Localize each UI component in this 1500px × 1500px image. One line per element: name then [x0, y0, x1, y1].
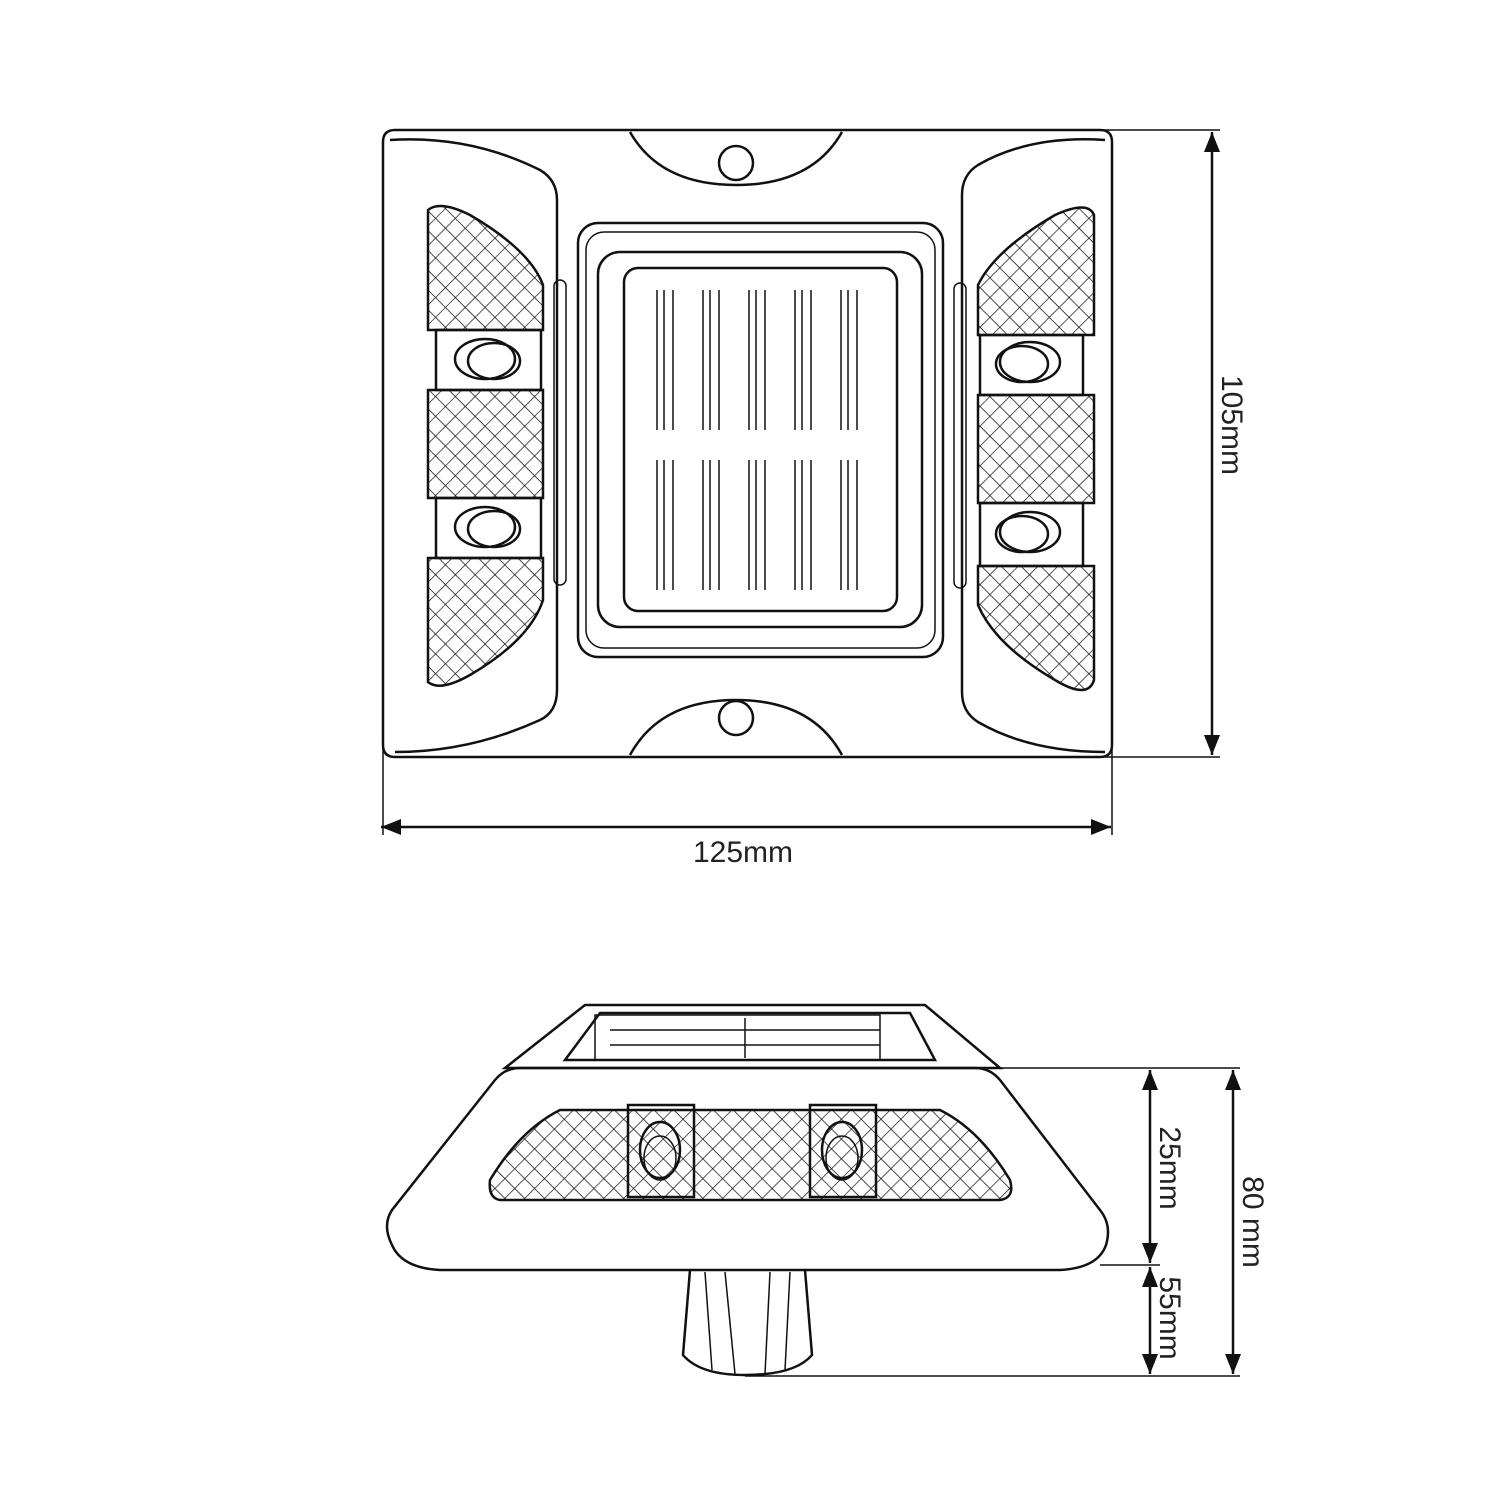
left-reflector-middle [426, 388, 545, 500]
top-mount-arc [628, 131, 844, 187]
dimension-width: 125mm [381, 730, 1113, 869]
depth-label: 105mm [1215, 375, 1248, 475]
bottom-mount-arc [628, 698, 844, 756]
total-height-label: 80 mm [1236, 1176, 1269, 1268]
body-height-label: 25mm [1153, 1126, 1186, 1209]
solar-housing [576, 221, 945, 659]
dimension-depth: 105mm [1100, 129, 1248, 758]
solar-cells [656, 290, 858, 590]
side-body [385, 1066, 1110, 1272]
left-reflector-upper [426, 204, 545, 332]
solar-panel [622, 266, 899, 613]
stem-height-label: 55mm [1153, 1276, 1186, 1359]
width-label: 125mm [693, 836, 793, 869]
side-led-right [808, 1103, 878, 1199]
anchor-stem [681, 1269, 814, 1377]
side-view [385, 1003, 1110, 1377]
side-reflector [488, 1108, 1013, 1202]
right-reflector-panel [960, 138, 1106, 754]
right-reflector-lower [976, 564, 1096, 692]
top-view [381, 128, 1114, 759]
right-reflector-upper [976, 206, 1096, 337]
left-reflector-panel [389, 138, 559, 754]
left-reflector-lower [426, 556, 545, 687]
right-reflector-middle [976, 393, 1096, 505]
side-led-left [626, 1103, 696, 1199]
dimension-heights: 25mm 55mm 80 mm [745, 1067, 1269, 1377]
